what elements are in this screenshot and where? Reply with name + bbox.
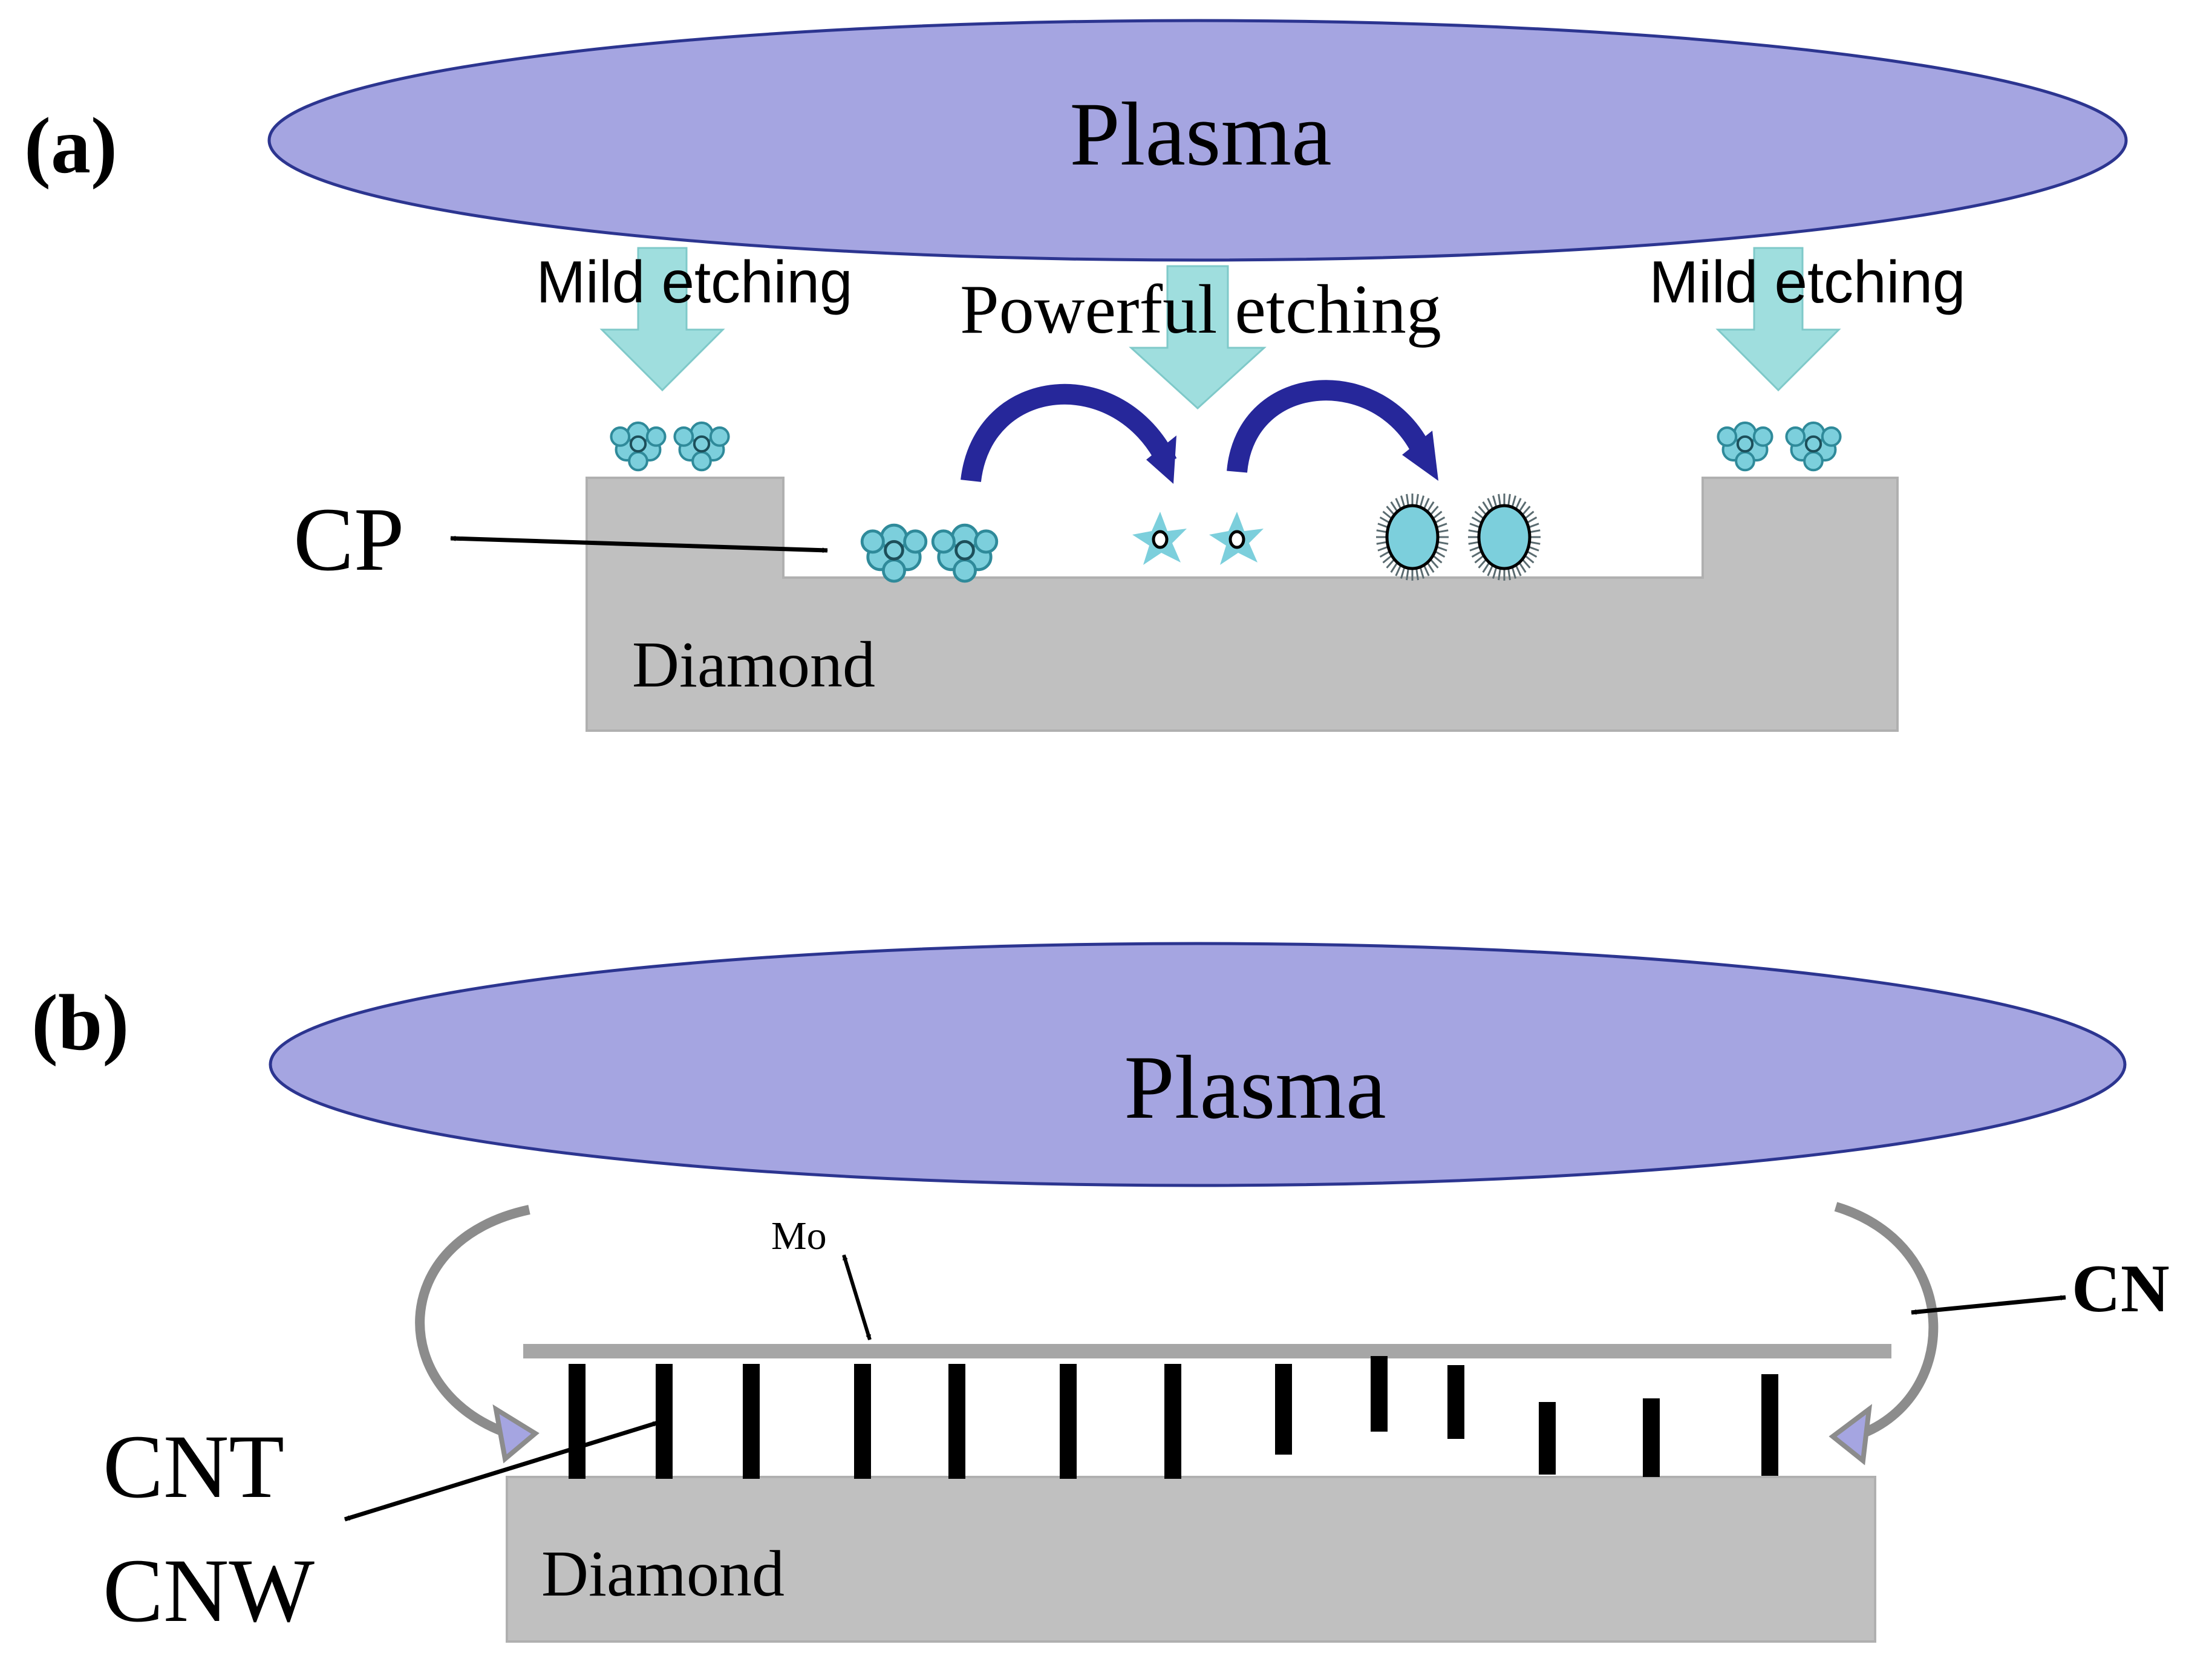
plasma-label-a: Plasma (1069, 84, 1331, 184)
star-particle (1132, 512, 1187, 565)
powerful-etching-arrow (1129, 265, 1267, 410)
nanotube (1164, 1364, 1181, 1479)
particle-cluster (1786, 423, 1840, 470)
mo-label: Mo (771, 1214, 827, 1258)
particle-cluster (611, 423, 665, 470)
mild-etching-label-right: Mild etching (1649, 249, 1966, 315)
cnt-label: CNT (103, 1417, 284, 1517)
mild-etching-label-left: Mild etching (537, 249, 853, 315)
cp-double-arrow (450, 535, 828, 553)
nanotube (1539, 1402, 1556, 1475)
nanotube (569, 1364, 586, 1479)
spiky-sphere (1376, 494, 1449, 581)
nanotube (1643, 1398, 1660, 1477)
mild-etching-arrow-right (1715, 247, 1841, 392)
spiky-sphere (1468, 494, 1541, 581)
cn-curved-arrow-left (415, 1205, 530, 1438)
star-particle (1209, 512, 1264, 565)
curved-arrow-left (961, 383, 1177, 483)
panel-b: (b) Plasma Diamond Mo (31, 942, 2170, 1643)
cn-double-arrow (1911, 1295, 2066, 1315)
nanotube (1275, 1364, 1292, 1455)
nanotube (1060, 1364, 1077, 1479)
nanotube (1447, 1365, 1464, 1439)
cn-curved-arrow-right (1834, 1202, 1939, 1441)
panel-b-label: (b) (31, 978, 129, 1067)
particle-cluster (933, 525, 997, 581)
diamond-label-b: Diamond (541, 1538, 785, 1610)
cp-label: CP (293, 489, 404, 590)
cn-arrowhead-left (492, 1404, 540, 1464)
diamond-substrate-a (586, 477, 1899, 732)
diamond-substrate-b (506, 1476, 1876, 1643)
cn-arrowhead-right (1829, 1404, 1873, 1466)
nanotube (656, 1364, 673, 1479)
plasma-ellipse-b (269, 942, 2127, 1187)
nanotube-array (569, 1356, 1778, 1479)
plasma-ellipse-a (267, 19, 2128, 262)
diamond-label-a: Diamond (632, 629, 875, 701)
nanotube (1761, 1374, 1778, 1476)
curved-arrow-right-head (1402, 431, 1438, 481)
panel-a: (a) Plasma Diamond Mild etching Powerful… (24, 19, 2128, 732)
particle-cluster (674, 423, 728, 470)
curved-arrow-right (1227, 380, 1434, 473)
nanotube (948, 1364, 965, 1479)
mo-double-arrow (842, 1254, 872, 1340)
powerful-etching-label: Powerful etching (960, 271, 1441, 348)
cnt-cnw-double-arrow (344, 1420, 659, 1522)
nanotube (1371, 1356, 1388, 1432)
particle-cluster (862, 525, 926, 581)
plasma-label-b: Plasma (1124, 1037, 1386, 1138)
mo-bar (523, 1344, 1891, 1358)
cnw-label: CNW (103, 1541, 315, 1641)
curved-arrow-left-head (1146, 435, 1176, 484)
particle-cluster (1718, 423, 1772, 470)
nanotube (743, 1364, 760, 1479)
cn-label: CN (2072, 1251, 2170, 1326)
nanotube (854, 1364, 871, 1479)
panel-a-label: (a) (24, 101, 117, 190)
mild-etching-arrow-left (599, 247, 725, 392)
